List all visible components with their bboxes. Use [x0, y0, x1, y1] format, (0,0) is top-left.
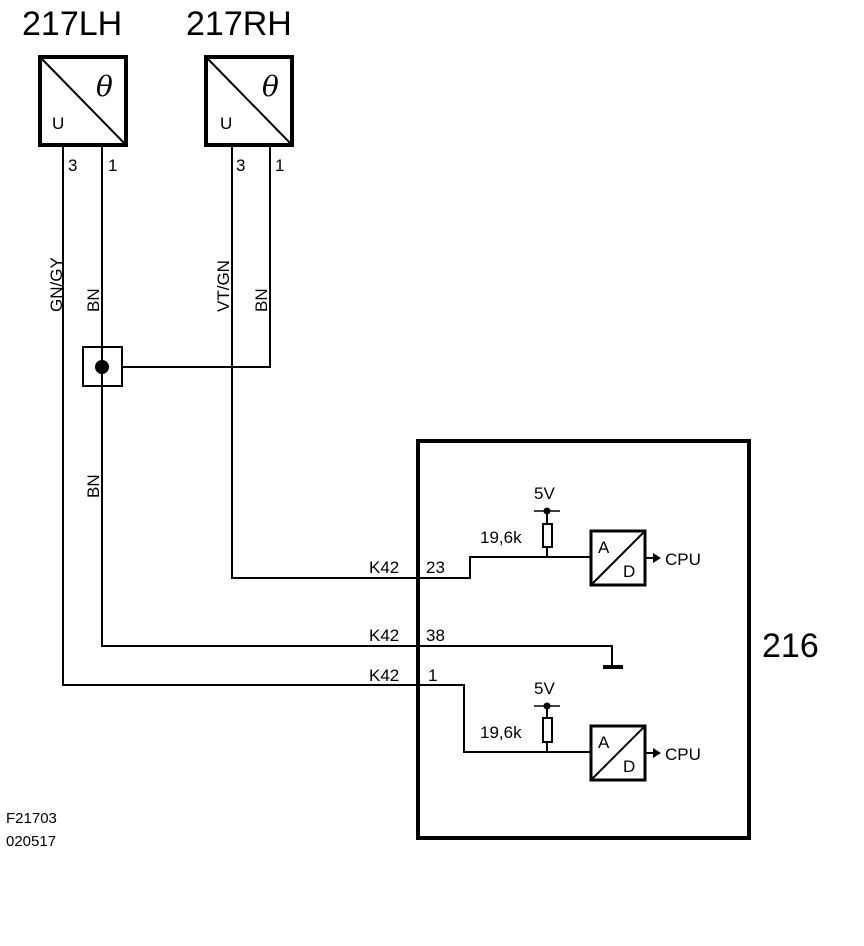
sensor-217rh-theta-symbol: θ	[262, 70, 279, 103]
wire-gn-gy	[62, 147, 418, 686]
sensor-217lh-u-symbol: U	[52, 114, 64, 133]
sensor-217rh-pin1: 1	[275, 156, 284, 175]
wire-bn-rh	[122, 147, 271, 368]
module-216-label: 216	[762, 627, 819, 665]
sensor-217lh-label: 217LH	[22, 5, 122, 43]
channel-1-resistor-value: 19,6k	[480, 528, 522, 547]
wire-label-vt-gn: VT/GN	[214, 260, 233, 312]
channel-2-arrow-icon	[653, 748, 661, 758]
wire-bn-lh	[101, 147, 418, 647]
channel-2-adc-output: D	[623, 757, 635, 776]
sensor-217lh-pin3: 3	[68, 156, 77, 175]
sensor-217lh-pin1: 1	[108, 156, 117, 175]
wire-label-bn-splice: BN	[84, 474, 103, 498]
sensor-217rh-label: 217RH	[186, 5, 292, 43]
wire-vt-gn	[231, 147, 418, 579]
connector-k42-b: K42	[369, 626, 399, 645]
channel-2-supply: 5V	[534, 679, 555, 698]
wire-label-bn-rh: BN	[252, 288, 271, 312]
channel-2: 5V 19,6k A D CPU	[480, 679, 701, 782]
date-code: 020517	[6, 833, 56, 850]
splice-junction	[82, 346, 123, 387]
sensor-217rh-u-symbol: U	[220, 114, 232, 133]
channel-1-adc-output: D	[623, 562, 635, 581]
sensor-217lh-box	[38, 55, 128, 147]
module-216: 216 K42 23 K42 38 K42 1 5V 19,6k A D	[369, 439, 819, 840]
wire-label-gn-gy: GN/GY	[47, 257, 66, 312]
connector-pin-38: 38	[426, 626, 445, 645]
sensor-217rh-pin3: 3	[236, 156, 245, 175]
channel-1-resistor	[542, 523, 553, 548]
channel-2-target: CPU	[665, 745, 701, 764]
channel-2-resistor	[542, 717, 553, 743]
sensor-217lh-theta-symbol: θ	[96, 70, 113, 103]
channel-1-adc-input: A	[598, 538, 610, 557]
sensor-217rh-box	[204, 55, 294, 147]
connector-pin-23: 23	[426, 558, 445, 577]
channel-2-resistor-value: 19,6k	[480, 723, 522, 742]
sensor-217lh: 217LH θ U 3 1	[22, 5, 128, 175]
sensor-217rh: 217RH θ U 3 1	[186, 5, 294, 175]
connector-k42-a: K42	[369, 558, 399, 577]
channel-1-target: CPU	[665, 550, 701, 569]
channel-1-arrow-icon	[653, 553, 661, 563]
figure-code: F21703	[6, 810, 57, 827]
channel-1-supply: 5V	[534, 484, 555, 503]
channel-1: 5V 19,6k A D CPU	[480, 484, 701, 587]
module-216-box	[416, 439, 751, 840]
wire-label-bn-lh: BN	[84, 288, 103, 312]
connector-pin-1: 1	[428, 666, 437, 685]
channel-2-adc-input: A	[598, 733, 610, 752]
connector-k42-c: K42	[369, 666, 399, 685]
